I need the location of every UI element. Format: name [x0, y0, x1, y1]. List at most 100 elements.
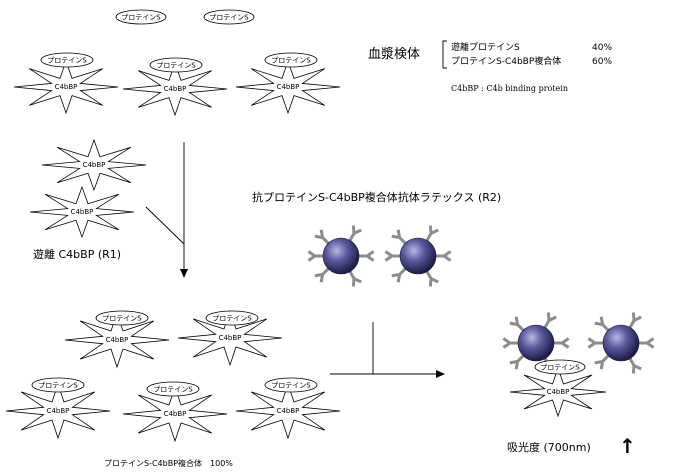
antibody-icon: [347, 269, 362, 287]
protein-s-label: プロテインS: [271, 57, 311, 65]
top-complex-2: C4bBP プロテインS: [122, 57, 228, 117]
antibody-icon: [509, 353, 526, 370]
c4bbp-label: C4bBP: [164, 410, 187, 418]
antibody-latex-bead: [587, 312, 655, 374]
absorbance-label: 吸光度 (700nm): [507, 440, 591, 454]
plasma-sample-title: 血漿検体: [368, 47, 420, 62]
bottom-complex-5: C4bBP プロテインS: [235, 377, 341, 440]
antibody-icon: [314, 229, 331, 246]
antibody-icon: [587, 337, 605, 349]
antibody-icon: [347, 225, 362, 243]
antibody-icon: [391, 229, 408, 246]
free-protein-s-entry: 遊離プロテインS: [451, 41, 520, 53]
reagent-r2-label: 抗プロテインS-C4bBP複合体抗体ラテックス (R2): [252, 190, 501, 204]
c4bbp-star: [122, 61, 228, 117]
protein-s-label: プロテインS: [38, 382, 78, 390]
c4bbp-label: C4bBP: [106, 336, 129, 344]
protein-s-label: プロテインS: [47, 57, 87, 65]
free-protein-s-percent: 40%: [592, 43, 612, 53]
top-complex-3: C4bBP プロテインS: [235, 52, 341, 115]
c4bbp-star: [177, 309, 283, 367]
complex-entry: プロテインS-C4bBP複合体: [451, 55, 561, 67]
antibody-icon: [552, 337, 570, 349]
c4bbp-star-outline: [235, 382, 341, 440]
free-c4bbp-2: C4bBP: [29, 185, 135, 239]
bottom-complex-1: C4bBP プロテインS: [64, 310, 170, 369]
increase-arrow-icon: ↑: [619, 434, 636, 458]
reaction-arrow-head: [436, 370, 445, 378]
protein-s-label: プロテインS: [540, 364, 580, 372]
c4bbp-label: C4bBP: [83, 161, 106, 169]
c4bbp-star-outline: [13, 59, 119, 115]
antibody-icon: [627, 356, 642, 374]
antibody-latex-bead: [384, 225, 452, 287]
antibody-icon: [627, 312, 642, 330]
latex-particle: [399, 237, 437, 275]
free-c4bbp-1: C4bBP: [41, 138, 147, 192]
c4bbp-label: C4bBP: [164, 85, 187, 93]
c4bbp-label: C4bBP: [219, 334, 242, 342]
antibody-icon: [424, 269, 439, 287]
antibody-icon: [594, 353, 611, 370]
antibody-icon: [307, 250, 325, 262]
latex-particle: [322, 237, 360, 275]
agglutinated-complex: C4bBP プロテインS: [502, 312, 655, 418]
free-protein-s-2: プロテインS: [203, 9, 255, 25]
free-protein-s-1: プロテインS: [115, 9, 167, 25]
r1-feed-line: [145, 206, 185, 245]
c4bbp-star-outline: [64, 311, 170, 369]
antibody-icon: [637, 337, 655, 349]
c4bbp-label: C4bBP: [277, 407, 300, 415]
antibody-icon: [384, 250, 402, 262]
antibody-latex-bead: [502, 312, 570, 374]
c4bbp-star: [235, 382, 341, 440]
c4bbp-star: [41, 138, 147, 192]
protein-s-label: プロテインS: [271, 382, 311, 390]
antibody-icon: [424, 225, 439, 243]
c4bbp-star: [235, 59, 341, 115]
c4bbp-star-outline: [235, 59, 341, 115]
top-complex-1: C4bBP プロテインS: [13, 52, 119, 115]
c4bbp-star: [509, 366, 607, 418]
bottom-complex-4: C4bBP プロテインS: [122, 381, 228, 443]
c4bbp-label: C4bBP: [277, 83, 300, 91]
antibody-latex-bead: [307, 225, 375, 287]
protein-s-label: プロテインS: [153, 386, 193, 394]
latex-particle: [517, 324, 555, 362]
free-protein-s-1-label: プロテインS: [121, 14, 161, 22]
latex-particle: [602, 324, 640, 362]
reagent-r1-label: 遊離 C4bBP (R1): [33, 247, 121, 261]
complex-percent: 60%: [592, 57, 612, 67]
c4bbp-star-outline: [177, 309, 283, 367]
c4bbp-star-outline: [29, 185, 135, 239]
bottom-complex-2: C4bBP プロテインS: [177, 309, 283, 367]
antibody-icon: [434, 250, 452, 262]
antibody-icon: [542, 312, 557, 330]
antibody-icon: [502, 337, 520, 349]
c4bbp-star-outline: [41, 138, 147, 192]
protein-s-label: プロテインS: [156, 62, 196, 70]
antibody-icon: [594, 316, 611, 333]
bottom-complex-3: C4bBP プロテインS: [5, 377, 111, 440]
antibody-icon: [357, 250, 375, 262]
protein-s-label: プロテインS: [102, 315, 142, 323]
antibody-icon: [391, 266, 408, 283]
c4bbp-label: C4bBP: [47, 407, 70, 415]
plasma-sample-legend: 血漿検体 遊離プロテインS 40% プロテインS-C4bBP複合体 60% C4…: [368, 40, 612, 93]
protein-s-label: プロテインS: [212, 315, 252, 323]
c4bbp-label: C4bBP: [71, 208, 94, 216]
c4bbp-star-outline: [122, 385, 228, 443]
c4bbp-label: C4bBP: [55, 83, 78, 91]
c4bbp-star: [13, 59, 119, 115]
c4bbp-label: C4bBP: [547, 388, 570, 396]
c4bbp-star: [64, 311, 170, 369]
c4bbp-star-outline: [509, 366, 607, 418]
antibody-icon: [314, 266, 331, 283]
complex-100-label: プロテインS-C4bBP複合体 100%: [104, 458, 233, 468]
c4bbp-star: [122, 385, 228, 443]
legend-bracket: [442, 40, 447, 69]
c4bbp-abbreviation: C4bBP : C4b binding protein: [451, 84, 568, 93]
c4bbp-star-outline: [122, 61, 228, 117]
c4bbp-star: [29, 185, 135, 239]
